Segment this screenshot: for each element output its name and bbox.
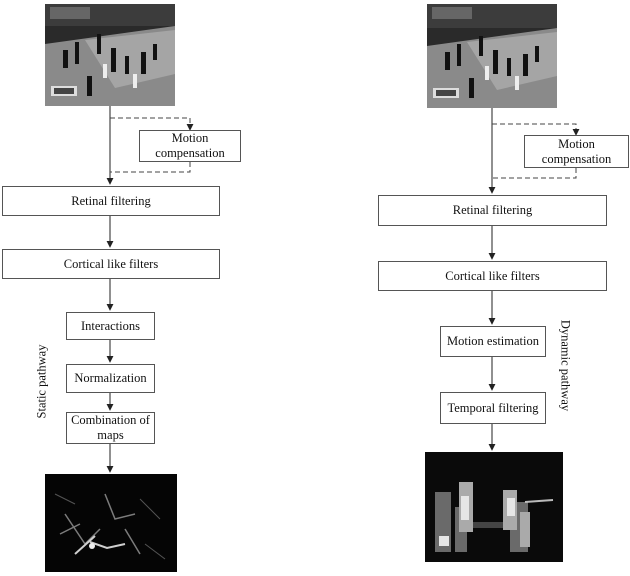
motion-compensation-label-dynamic: Motion compensation xyxy=(541,136,612,166)
retinal-filtering-box-static: Retinal filtering xyxy=(2,186,220,216)
combination-of-maps-label: Combination of maps xyxy=(71,413,150,442)
input-frame-static xyxy=(45,4,175,106)
cortical-filters-label-static: Cortical like filters xyxy=(63,256,159,271)
dynamic-saliency-map xyxy=(425,452,563,562)
cortical-filters-box-dynamic: Cortical like filters xyxy=(378,261,607,291)
cortical-filters-label-dynamic: Cortical like filters xyxy=(445,268,540,283)
retinal-filtering-label-static: Retinal filtering xyxy=(71,193,151,208)
static-saliency-map xyxy=(45,474,177,572)
combination-of-maps-box: Combination of maps xyxy=(66,412,155,444)
interactions-label: Interactions xyxy=(80,318,140,333)
normalization-box: Normalization xyxy=(66,364,155,393)
motion-compensation-box-static: Motion compensation xyxy=(139,130,241,162)
cortical-filters-box-static: Cortical like filters xyxy=(2,249,220,279)
motion-compensation-label-static: Motion compensation xyxy=(155,131,225,160)
motion-compensation-box-dynamic: Motion compensation xyxy=(524,135,629,168)
retinal-filtering-box-dynamic: Retinal filtering xyxy=(378,195,607,226)
input-frame-dynamic xyxy=(427,4,557,108)
retinal-filtering-label-dynamic: Retinal filtering xyxy=(452,203,533,217)
temporal-filtering-box: Temporal filtering xyxy=(440,392,546,424)
motion-estimation-box: Motion estimation xyxy=(440,326,546,357)
static-pathway-label: Static pathway xyxy=(34,344,49,419)
normalization-label: Normalization xyxy=(74,371,147,385)
temporal-filtering-label: Temporal filtering xyxy=(447,400,539,415)
interactions-box: Interactions xyxy=(66,312,155,340)
dynamic-pathway-label: Dynamic pathway xyxy=(558,319,573,412)
motion-estimation-label: Motion estimation xyxy=(446,334,539,348)
